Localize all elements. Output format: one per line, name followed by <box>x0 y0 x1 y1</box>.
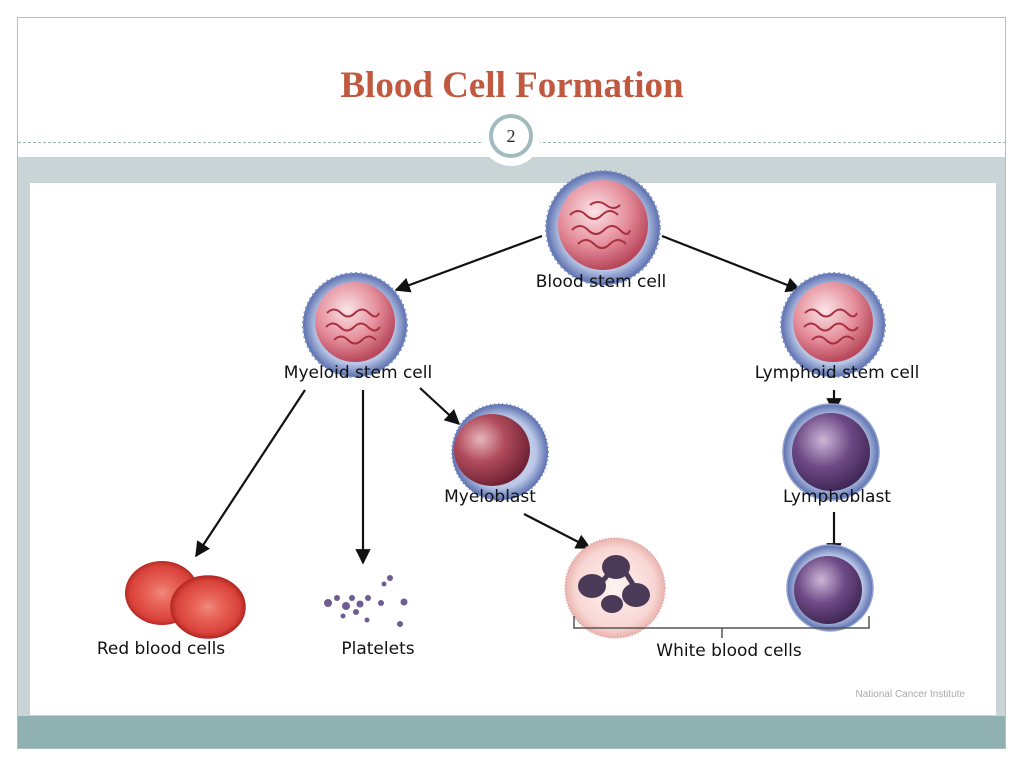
platelets <box>324 575 408 627</box>
label-platelets: Platelets <box>341 639 414 659</box>
label-blood-stem-cell: Blood stem cell <box>536 272 667 292</box>
page-number-badge: 2 <box>489 114 533 158</box>
white-blood-cell-lymphocyte <box>786 544 874 632</box>
arrow-stem-to-myeloid <box>394 234 543 293</box>
white-blood-cells-bracket <box>573 616 870 638</box>
label-lymphoblast: Lymphoblast <box>783 487 891 507</box>
lymphoblast-cell <box>782 403 880 501</box>
arrow-stem-to-lymphoid <box>661 234 802 293</box>
blood-stem-cell <box>545 170 661 286</box>
arrow-myeloid-to-rbc <box>195 389 306 558</box>
white-blood-cell-neutrophil <box>564 537 666 639</box>
slide-title: Blood Cell Formation <box>340 65 684 106</box>
myeloid-stem-cell <box>302 272 408 378</box>
label-lymphoid-stem-cell: Lymphoid stem cell <box>755 363 920 383</box>
page-number: 2 <box>506 125 516 146</box>
lymphoid-stem-cell <box>780 272 886 378</box>
footer-bar <box>18 716 1005 748</box>
arrow-myeloid-to-myeloblast <box>419 387 461 426</box>
label-myeloid-stem-cell: Myeloid stem cell <box>284 363 432 383</box>
label-red-blood-cells: Red blood cells <box>97 639 225 659</box>
label-myeloblast: Myeloblast <box>444 487 536 507</box>
myeloblast-cell <box>451 403 549 501</box>
source-credit: National Cancer Institute <box>855 689 965 700</box>
arrow-myeloblast-to-wbc <box>523 513 592 549</box>
label-white-blood-cells: White blood cells <box>656 641 802 661</box>
red-blood-cells <box>125 561 246 639</box>
